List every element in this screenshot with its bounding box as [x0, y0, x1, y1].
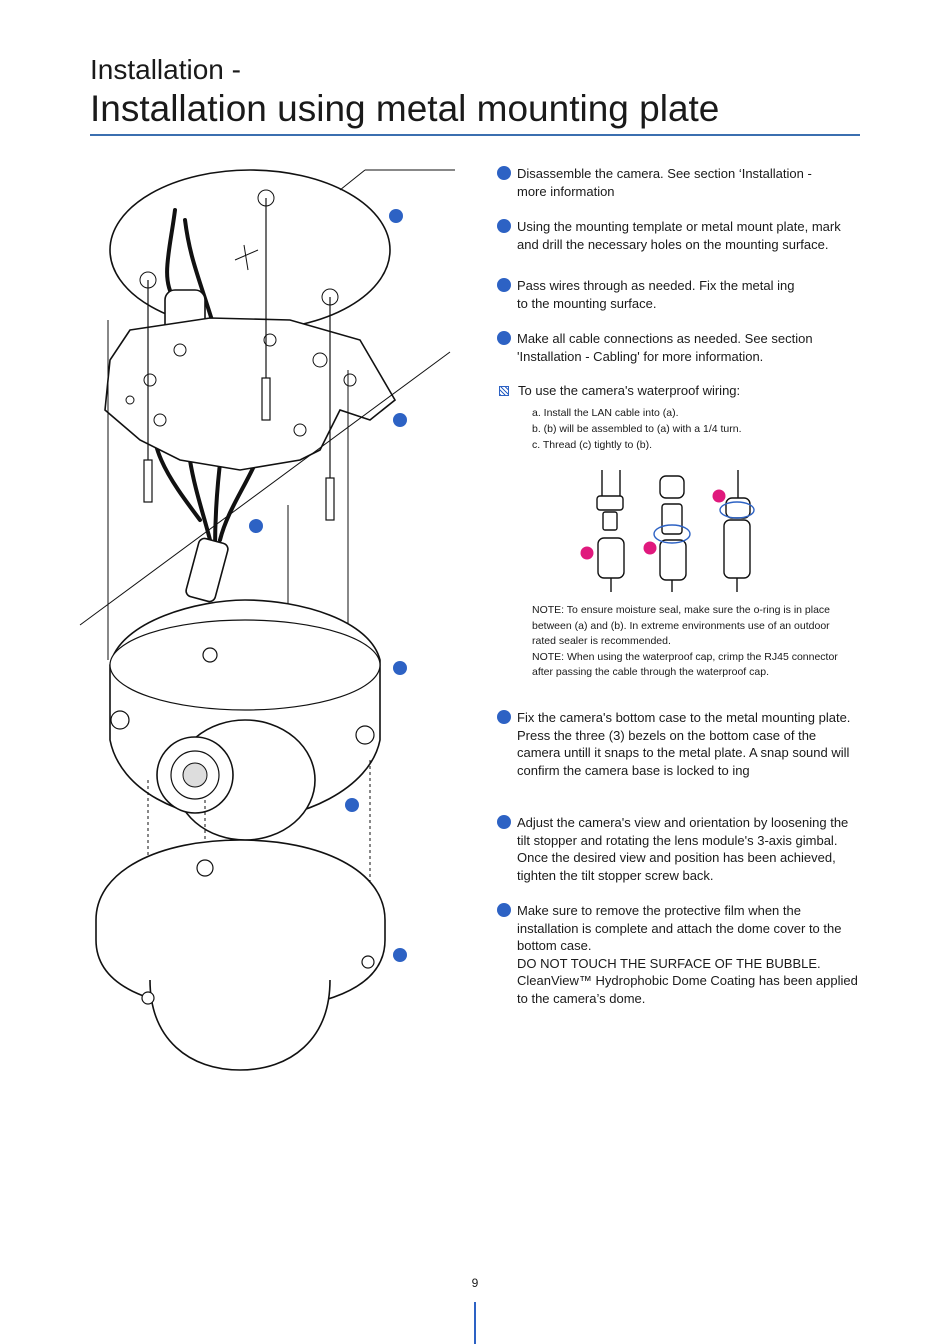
step-text: Pass wires through as needed. Fix the me… [517, 278, 795, 311]
substep-a: a. Install the LAN cable into (a). [532, 407, 679, 419]
step-text: Make all cable connections as needed. Se… [517, 331, 813, 364]
step-bullet-icon [497, 815, 511, 829]
step-bullet-icon [497, 219, 511, 233]
waterproof-connector-diagram [580, 470, 755, 592]
step-text: Adjust the camera's view and orientation… [517, 815, 849, 883]
step-5: Fix the camera's bottom case to the meta… [497, 709, 862, 779]
step-bullet-icon [497, 710, 511, 724]
waterproof-heading: To use the camera's waterproof wiring: [518, 383, 741, 398]
marker-b [643, 541, 657, 555]
waterproof-notes: NOTE: To ensure moisture seal, make sure… [532, 604, 838, 678]
screws [143, 198, 335, 521]
step-text: Disassemble the camera. See section ‘Ins… [517, 166, 812, 199]
step-bullet-icon [497, 331, 511, 345]
note-icon [499, 386, 509, 396]
marker-c [712, 489, 726, 503]
step-bullet-icon [497, 903, 511, 917]
step-markers [249, 209, 407, 962]
step-6: Adjust the camera's view and orientation… [497, 814, 862, 884]
lens-module [156, 719, 316, 841]
step-1: Disassemble the camera. See section ‘Ins… [497, 165, 862, 200]
step-text: Make sure to remove the protective film … [517, 903, 858, 1006]
installation-diagram [79, 169, 455, 1071]
substep-b: b. (b) will be assembled to (a) with a 1… [532, 423, 742, 435]
step-text: Using the mounting template or metal mou… [517, 219, 841, 252]
title-rule [90, 134, 860, 136]
step-bullet-icon [497, 278, 511, 292]
step-2: Using the mounting template or metal mou… [497, 218, 862, 253]
step-3: Pass wires through as needed. Fix the me… [497, 277, 862, 312]
marker-a [580, 546, 594, 560]
footer-bar [474, 1302, 476, 1344]
section-subtitle: Installation - [90, 54, 241, 85]
step-bullet-icon [497, 166, 511, 180]
drill-marks [139, 189, 339, 306]
step-7: Make sure to remove the protective film … [497, 902, 862, 1007]
waterproof-substeps: a. Install the LAN cable into (a). b. (b… [532, 405, 742, 453]
bezels [110, 647, 375, 745]
substep-c: c. Thread (c) tightly to (b). [532, 439, 653, 451]
step-text: Fix the camera's bottom case to the meta… [517, 710, 851, 778]
page-number: 9 [471, 1276, 479, 1290]
dome-cover [95, 839, 386, 1071]
step-4: Make all cable connections as needed. Se… [497, 330, 862, 365]
page-title: Installation using metal mounting plate [90, 88, 720, 129]
